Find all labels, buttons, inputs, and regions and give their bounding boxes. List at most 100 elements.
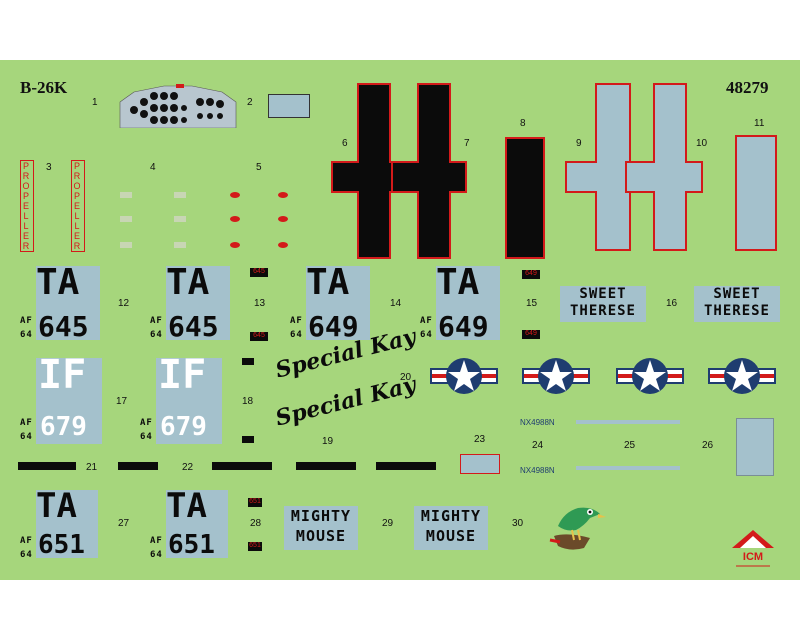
decal-number-8: 8 xyxy=(520,118,526,129)
decal-mighty-mouse-1: MIGHTY MOUSE xyxy=(284,506,358,550)
af-label: AF xyxy=(20,316,33,326)
year-label: 64 xyxy=(20,432,33,442)
icm-logo: ICM xyxy=(728,528,778,572)
decal-number-1: 1 xyxy=(92,97,98,108)
small-marker-group xyxy=(118,188,298,258)
roundel-group xyxy=(430,356,800,396)
icm-logo-text: ICM xyxy=(743,551,763,563)
mouse-text: MOUSE xyxy=(295,527,347,545)
decal-number-7: 7 xyxy=(464,138,470,149)
registration-top: NX4988N xyxy=(520,418,555,427)
af-label: AF xyxy=(20,418,33,428)
black-stripe xyxy=(118,462,158,470)
black-stripe xyxy=(18,462,76,470)
decal-ta645-1 xyxy=(36,266,100,340)
small-tag xyxy=(242,436,254,443)
strip-top xyxy=(576,420,680,424)
if-letters: IF xyxy=(38,352,87,398)
ta-letters: TA xyxy=(36,486,77,526)
decal-number-14: 14 xyxy=(390,298,402,309)
decal-number-22: 22 xyxy=(182,462,194,473)
decal-ta651-2 xyxy=(166,490,228,558)
ta-letters: TA xyxy=(166,486,207,526)
tail-stripe-group-black xyxy=(326,82,576,262)
af-label: AF xyxy=(150,536,163,546)
tail-stripe-group-light xyxy=(560,82,790,262)
sweet-text: SWEET xyxy=(579,286,627,302)
serial-645: 645 xyxy=(168,310,219,343)
small-645-text: 645 xyxy=(253,332,265,339)
decal-if679-1 xyxy=(36,358,102,444)
decal-number-5: 5 xyxy=(256,162,262,173)
small-645-text: 645 xyxy=(253,268,265,275)
year-label: 64 xyxy=(20,330,33,340)
decal-number-21: 21 xyxy=(86,462,98,473)
decal-number-12: 12 xyxy=(118,298,130,309)
mighty-text: MIGHTY xyxy=(290,507,352,525)
decal-number-25: 25 xyxy=(624,440,636,451)
serial-651: 651 xyxy=(38,530,85,560)
decal-sweet-therese-1: SWEET THERESE xyxy=(560,286,646,322)
decal-number-9: 9 xyxy=(576,138,582,149)
year-label: 64 xyxy=(150,550,163,560)
serial-679: 679 xyxy=(40,412,87,442)
decal-if679-2 xyxy=(156,358,222,444)
therese-text: THERESE xyxy=(569,303,636,319)
decal-number-20: 20 xyxy=(400,372,412,383)
decal-number-2: 2 xyxy=(247,97,253,108)
small-649-tag: 649 xyxy=(522,330,540,339)
decal-number-4: 4 xyxy=(150,162,156,173)
decal-ta649-2 xyxy=(436,266,500,340)
serial-651: 651 xyxy=(168,530,215,560)
ta-letters: TA xyxy=(306,262,350,303)
decal-panel-26 xyxy=(736,418,774,476)
sweet-text: SWEET xyxy=(713,286,761,302)
small-651-tag: 651 xyxy=(248,542,262,551)
af-label: AF xyxy=(140,418,153,428)
if-letters: IF xyxy=(158,352,207,398)
decal-instrument-panel xyxy=(114,82,242,129)
decal-number-3: 3 xyxy=(46,162,52,173)
black-stripe xyxy=(376,462,436,470)
serial-649: 649 xyxy=(438,310,489,343)
mighty-text: MIGHTY xyxy=(420,507,482,525)
ta-letters: TA xyxy=(36,262,80,303)
decal-number-24: 24 xyxy=(532,440,544,451)
decal-number-27: 27 xyxy=(118,518,130,529)
af-label: AF xyxy=(290,316,303,326)
decal-sweet-therese-2: SWEET THERESE xyxy=(694,286,780,322)
decal-number-11: 11 xyxy=(754,118,765,129)
decal-ta645-2 xyxy=(166,266,230,340)
af-label: AF xyxy=(20,536,33,546)
strip-bottom xyxy=(576,466,680,470)
af-label: AF xyxy=(150,316,163,326)
decal-mighty-mouse-2: MIGHTY MOUSE xyxy=(414,506,488,550)
roadrunner-emblem xyxy=(544,496,606,558)
decal-number-15: 15 xyxy=(526,298,538,309)
decal-number-26: 26 xyxy=(702,440,714,451)
decal-number-6: 6 xyxy=(342,138,348,149)
decal-number-19: 19 xyxy=(322,436,334,447)
decal-number-23: 23 xyxy=(474,434,486,445)
small-651-tag: 651 xyxy=(248,498,262,507)
decal-number-16: 16 xyxy=(666,298,678,309)
af-label: AF xyxy=(420,316,433,326)
small-645-tag: 645 xyxy=(250,268,268,277)
small-649-text: 649 xyxy=(525,330,537,337)
black-stripe xyxy=(296,462,356,470)
model-title: B-26K xyxy=(20,78,68,97)
decal-number-10: 10 xyxy=(696,138,708,149)
small-649-text: 649 xyxy=(525,270,537,277)
small-651-text: 651 xyxy=(249,498,261,505)
decal-number-28: 28 xyxy=(250,518,262,529)
serial-649: 649 xyxy=(308,310,359,343)
decal-number-13: 13 xyxy=(254,298,266,309)
decal-placard-red xyxy=(460,454,500,474)
registration-bottom: NX4988N xyxy=(520,466,555,475)
black-stripe xyxy=(212,462,272,470)
year-label: 64 xyxy=(20,550,33,560)
decal-placard xyxy=(268,94,310,118)
